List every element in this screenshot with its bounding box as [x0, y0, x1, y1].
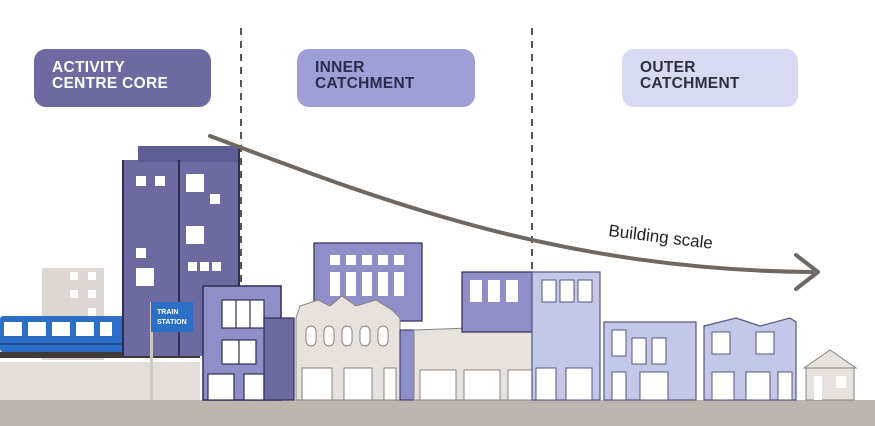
train	[0, 316, 200, 358]
zone-label-line1: ACTIVITY	[52, 59, 126, 76]
zone-label-line1: INNER	[315, 59, 365, 76]
platform	[0, 362, 200, 400]
building-scale-label: Building scale	[608, 221, 714, 253]
outer-houses	[603, 317, 858, 401]
zone-label-inner-catchment: INNER CATCHMENT	[297, 49, 475, 107]
station-sign-line1: TRAIN	[157, 309, 178, 316]
zone-label-line2: CATCHMENT	[315, 75, 415, 92]
station-sign-line2: STATION	[157, 319, 187, 326]
midrise-building	[202, 285, 295, 401]
ground	[0, 400, 875, 426]
zone-label-line1: OUTER	[640, 59, 696, 76]
inner-right-block	[461, 271, 601, 401]
zone-label-activity-centre-core: ACTIVITY CENTRE CORE	[34, 49, 211, 107]
zone-label-line2: CENTRE CORE	[52, 75, 169, 92]
arrow-head-icon	[794, 253, 820, 291]
building-scale-arrow	[208, 134, 814, 274]
station-sign-group: TRAIN STATION	[150, 302, 193, 400]
zone-label-line2: CATCHMENT	[640, 75, 740, 92]
zone-label-outer-catchment: OUTER CATCHMENT	[622, 49, 798, 107]
